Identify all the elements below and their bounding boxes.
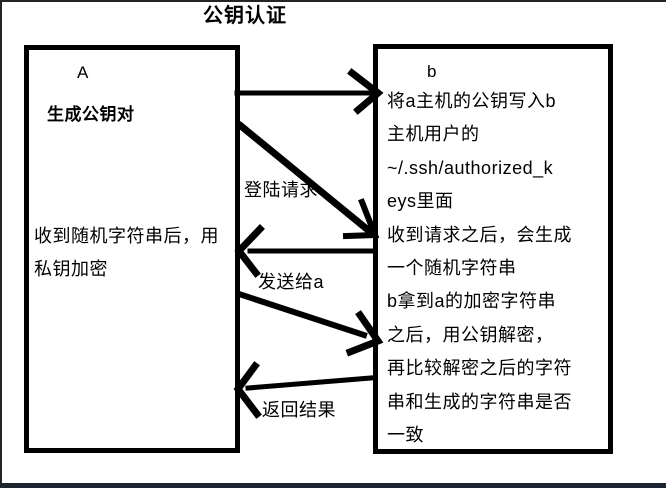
host-b-description-text: 将a主机的公钥写入b 主机用户的 ~/.ssh/authorized_k eys… <box>387 85 572 452</box>
login-request-label: 登陆请求 <box>244 180 318 200</box>
host-b-text-line: 主机用户的 <box>387 124 480 145</box>
host-b-text-line: 一个随机字符串 <box>387 257 517 278</box>
host-a-received-line: 私钥加密 <box>34 259 108 280</box>
host-b-text-line: 串和生成的字符串是否 <box>387 391 572 412</box>
return-result-label: 返回结果 <box>262 400 336 420</box>
host-b-text-line: 将a主机的公钥写入b <box>387 91 557 111</box>
arrow-send-random-string <box>234 224 376 278</box>
host-a-received-line: 收到随机字符串后，用 <box>34 226 219 246</box>
host-a-generate-keypair-text: 生成公钥对 <box>47 105 135 124</box>
arrow-copy-public-key <box>234 68 384 115</box>
arrow-send-encrypted-string <box>235 290 384 357</box>
host-a-label: A <box>77 63 89 82</box>
host-b-text-line: 一致 <box>387 424 424 445</box>
host-a-received-text: 收到随机字符串后，用 私钥加密 <box>34 220 219 287</box>
host-b-text-line: 之后，用公钥解密， <box>387 324 554 345</box>
host-b-text-line: eys里面 <box>387 191 454 212</box>
host-b-text-line: 收到请求之后，会生成 <box>387 224 572 245</box>
host-b-box <box>373 44 613 454</box>
diagram-title: 公钥认证 <box>203 5 287 27</box>
host-b-label: b <box>427 62 437 81</box>
send-to-a-label: 发送给a <box>258 272 325 292</box>
host-b-text-line: ~/.ssh/authorized_k <box>387 157 554 178</box>
host-b-text-line: 再比较解密之后的字符 <box>387 358 572 379</box>
host-b-text-line: b拿到a的加密字符串 <box>387 291 557 312</box>
